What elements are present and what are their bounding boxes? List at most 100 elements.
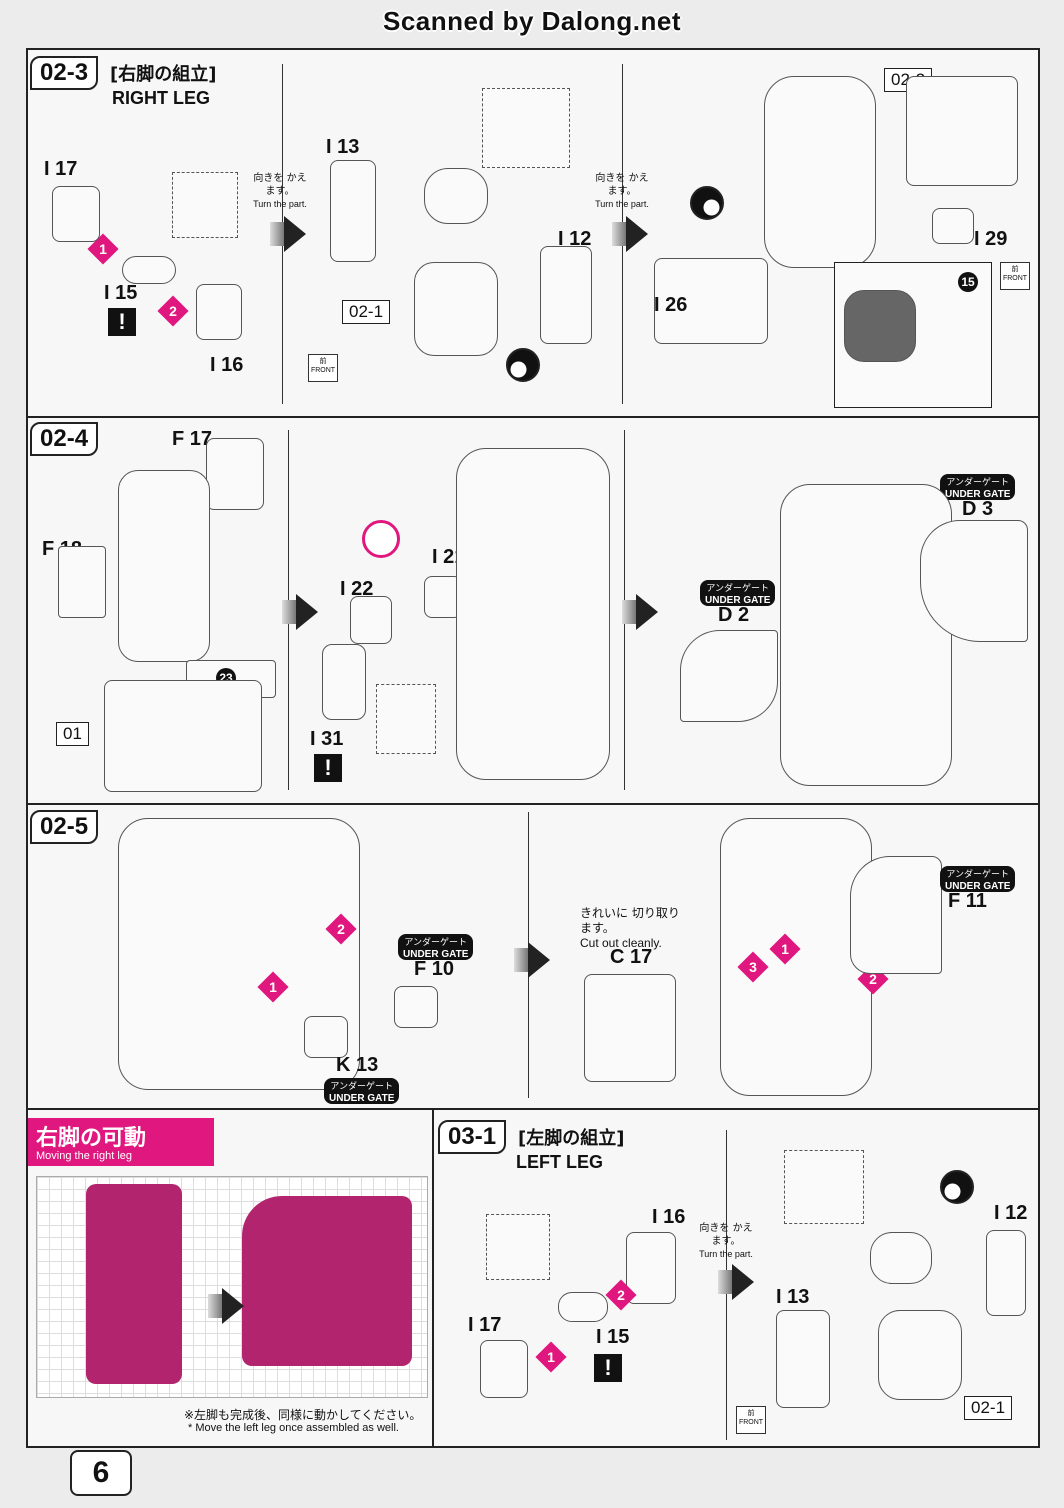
scan-credit: Scanned by Dalong.net [383, 6, 681, 36]
part-label: I 13 [326, 136, 360, 158]
arrow-stem [514, 948, 528, 972]
part-drawing [540, 246, 592, 344]
part-drawing [870, 1232, 932, 1284]
arrow-right-icon [528, 942, 550, 978]
part-label: I 29 [974, 228, 1008, 250]
part-label: I 16 [652, 1206, 686, 1228]
part-label: I 12 [994, 1202, 1028, 1224]
part-label: 15 [956, 272, 978, 292]
step-title-en: LEFT LEG [516, 1152, 603, 1172]
detail-box [486, 1214, 550, 1280]
part-label: F 17 [172, 428, 213, 450]
leg-pose-standing [86, 1184, 182, 1384]
rotate-icon [506, 348, 540, 382]
part-drawing [850, 856, 942, 974]
step-title-en: RIGHT LEG [112, 88, 210, 108]
part-drawing [558, 1292, 608, 1322]
part-label: I 16 [210, 354, 244, 376]
arrow-right-icon [636, 594, 658, 630]
order-marker: 1 [257, 971, 289, 1003]
order-marker: 2 [157, 295, 189, 327]
turn-note: 向きを かえます。Turn the part. [595, 173, 649, 209]
moving-section-header: 右脚の可動 Moving the right leg [28, 1118, 214, 1166]
step-reference: 02-1 [964, 1396, 1013, 1420]
step-number: 02-3 [30, 56, 99, 90]
part-drawing [764, 76, 876, 268]
part-drawing [104, 680, 262, 792]
part-drawing [196, 284, 242, 340]
step-title-jp: [右脚の組立] [110, 64, 217, 85]
step-number: 02-5 [30, 810, 99, 844]
order-marker: 1 [769, 933, 801, 965]
part-drawing [780, 484, 952, 786]
page-number: 6 [70, 1450, 132, 1496]
part-label: K 13 [336, 1054, 379, 1076]
part-drawing [906, 76, 1018, 186]
divider [26, 803, 1040, 805]
note-en: * Move the left leg once assembled as we… [188, 1422, 399, 1434]
part-drawing [414, 262, 498, 356]
leg-pose-bent [242, 1196, 412, 1366]
cut-note: きれいに 切り取ります。Cut out cleanly. [580, 906, 680, 950]
part-drawing [480, 1340, 528, 1398]
part-label: F 10 [414, 958, 455, 980]
part-drawing [456, 448, 610, 780]
part-label: F 11 [948, 890, 987, 912]
part-drawing [844, 290, 916, 362]
step-reference: 02-1 [342, 300, 391, 324]
turn-note: 向きを かえます。Turn the part. [253, 173, 307, 209]
part-label: I 22 [340, 578, 374, 600]
part-label: I 17 [468, 1314, 502, 1336]
part-drawing [58, 546, 106, 618]
arrow-right-icon [296, 594, 318, 630]
arrow-right-icon [284, 216, 306, 252]
arrow-right-icon [222, 1288, 244, 1324]
arrow-stem [208, 1294, 222, 1318]
part-drawing [350, 596, 392, 644]
detail-box [172, 172, 238, 238]
rotate-icon [940, 1170, 974, 1204]
rotate-icon [690, 186, 724, 220]
arrow-stem [612, 222, 626, 246]
arrow-stem [718, 1270, 732, 1294]
part-drawing [122, 256, 176, 284]
part-drawing [52, 186, 100, 242]
part-drawing [654, 258, 768, 344]
part-drawing [118, 470, 210, 662]
part-drawing [878, 1310, 962, 1400]
part-drawing [920, 520, 1028, 642]
part-drawing [206, 438, 264, 510]
step-number: 03-1 [438, 1120, 507, 1154]
part-drawing [330, 160, 376, 262]
part-drawing [584, 974, 676, 1082]
part-label: I 13 [776, 1286, 810, 1308]
divider [432, 1108, 434, 1448]
part-drawing [322, 644, 366, 720]
order-marker: 2 [605, 1279, 637, 1311]
note-jp: ※左脚も完成後、同様に動かしてください。 [184, 1408, 422, 1422]
divider [26, 1108, 1040, 1110]
arrow-right-icon [626, 216, 648, 252]
no-cut-icon [362, 520, 400, 558]
turn-note: 向きを かえます。Turn the part. [699, 1223, 753, 1259]
part-label: C 17 [610, 946, 653, 968]
detail-box [376, 684, 436, 754]
part-drawing [424, 168, 488, 224]
arrow-stem [282, 600, 296, 624]
order-marker: 2 [325, 913, 357, 945]
part-label: I 15 [104, 282, 138, 304]
part-label: I 17 [44, 158, 78, 180]
part-label: I 31 [310, 728, 344, 750]
part-drawing [394, 986, 438, 1028]
arrow-right-icon [732, 1264, 754, 1300]
order-marker: 1 [535, 1341, 567, 1373]
